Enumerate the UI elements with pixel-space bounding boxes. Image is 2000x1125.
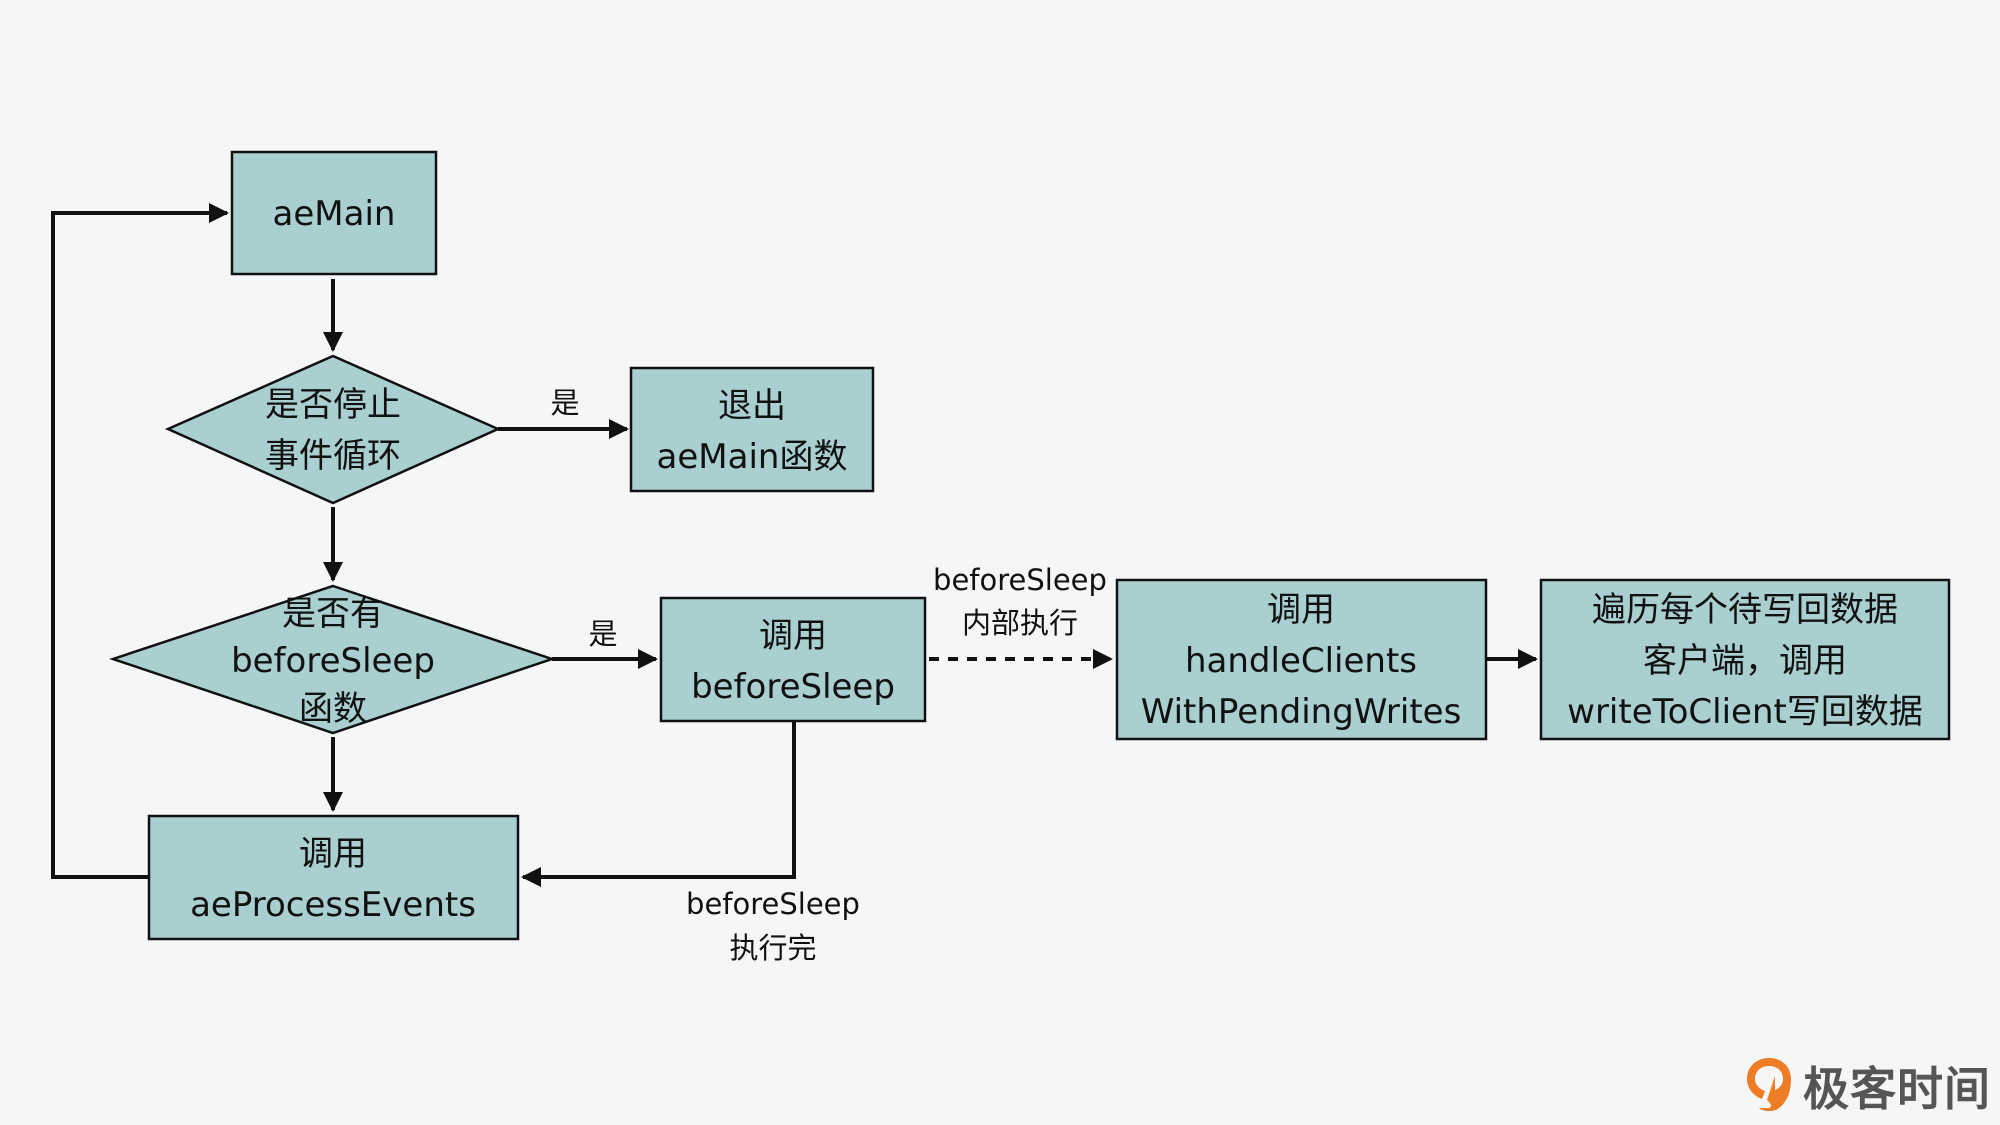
- node-aemain-label: aeMain: [273, 194, 396, 234]
- edges: [51, 203, 1538, 887]
- node-has-decision-line2: beforeSleep: [231, 641, 435, 681]
- edge-label-inner-exec-line2: 内部执行: [962, 606, 1078, 640]
- node-iterate-line1: 遍历每个待写回数据: [1592, 590, 1898, 630]
- node-exit-line1: 退出: [718, 386, 786, 426]
- edge-beforesleep-done-to-aeprocessevents: [521, 721, 796, 887]
- node-call-handleclients: 调用 handleClients WithPendingWrites: [1115, 578, 1488, 741]
- logo-text: 极客时间: [1803, 1062, 1991, 1116]
- brand-logo: 极客时间: [1745, 1056, 1991, 1116]
- node-has-decision-line1: 是否有: [282, 594, 384, 634]
- node-has-decision-line3: 函数: [299, 689, 367, 729]
- edge-label-inner-exec-line1: beforeSleep: [933, 563, 1107, 597]
- edge-label-done-line2: 执行完: [729, 931, 816, 965]
- node-call-beforesleep-line2: beforeSleep: [691, 667, 895, 707]
- node-call-beforesleep: 调用 beforeSleep: [659, 596, 927, 723]
- node-has-beforesleep-decision: 是否有 beforeSleep 函数: [109, 584, 556, 735]
- node-aeprocessevents-line2: aeProcessEvents: [190, 885, 476, 925]
- node-stop-decision-line1: 是否停止: [265, 385, 401, 425]
- node-exit-line2: aeMain函数: [657, 437, 848, 477]
- node-call-beforesleep-line1: 调用: [759, 616, 827, 656]
- node-call-handleclients-line2: handleClients: [1185, 641, 1417, 681]
- geektime-logo-icon: [1747, 1058, 1791, 1111]
- node-stop-decision-line2: 事件循环: [265, 436, 401, 476]
- edge-label-has-yes: 是: [588, 617, 617, 651]
- node-call-handleclients-line1: 调用: [1267, 590, 1335, 630]
- node-aemain: aeMain: [230, 150, 438, 276]
- node-exit: 退出 aeMain函数: [629, 366, 875, 493]
- edge-label-done-line1: beforeSleep: [686, 887, 860, 921]
- node-iterate-line2: 客户端，调用: [1643, 641, 1847, 681]
- node-aeprocessevents-line1: 调用: [299, 834, 367, 874]
- node-iterate-clients: 遍历每个待写回数据 客户端，调用 writeToClient写回数据: [1539, 578, 1951, 741]
- node-stop-decision: 是否停止 事件循环: [164, 354, 502, 505]
- edge-label-stop-yes: 是: [550, 386, 579, 420]
- edge-loop-back-to-aemain: [51, 203, 229, 879]
- node-call-handleclients-line3: WithPendingWrites: [1141, 692, 1462, 732]
- node-call-aeprocessevents: 调用 aeProcessEvents: [147, 814, 520, 941]
- node-iterate-line3: writeToClient写回数据: [1567, 692, 1923, 732]
